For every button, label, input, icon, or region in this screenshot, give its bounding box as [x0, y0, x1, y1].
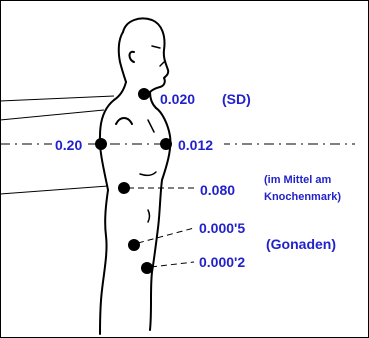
gonad-upper-value-label: 0.000'5: [199, 220, 245, 236]
neck-back: [114, 82, 126, 100]
marker-gonad-upper: [128, 239, 140, 251]
leader-lower: [0, 186, 108, 194]
back-torso-leg: [100, 190, 108, 334]
marker-right-chest: [160, 138, 172, 150]
marrow-note-line2: Knochenmark): [264, 191, 341, 203]
mouth-line: [160, 62, 164, 66]
gonad-note-label: (Gonaden): [266, 236, 336, 252]
thyroid-value-label: 0.020: [160, 91, 195, 107]
neck-front: [150, 92, 156, 108]
ear: [130, 52, 135, 62]
belly-fold: [140, 172, 156, 175]
marrow-value-label: 0.080: [200, 182, 235, 198]
marker-gonad-lower: [141, 262, 153, 274]
leader-upper-2: [0, 110, 104, 120]
leader-gonad-upper: [138, 228, 194, 243]
left-side-value-text: 0.20: [55, 137, 82, 153]
leader-upper-1: [0, 96, 114, 101]
back-of-head: [119, 32, 126, 82]
gonad-lower-value-label: 0.000'2: [199, 254, 245, 270]
marker-thyroid: [138, 88, 150, 100]
thyroid-note-label: (SD): [222, 91, 251, 107]
eye-line: [152, 46, 160, 48]
marker-left-shoulder: [95, 138, 107, 150]
human-figure: [100, 19, 171, 335]
navel-mark: [148, 210, 150, 222]
chest-mark: [148, 120, 154, 132]
shoulder-arc: [116, 118, 132, 124]
leader-gonad-lower: [151, 262, 194, 267]
right-side-value-label: 0.012: [178, 137, 213, 153]
front-torso-leg: [150, 180, 162, 330]
marrow-note-line1: (im Mittel am: [264, 174, 331, 186]
